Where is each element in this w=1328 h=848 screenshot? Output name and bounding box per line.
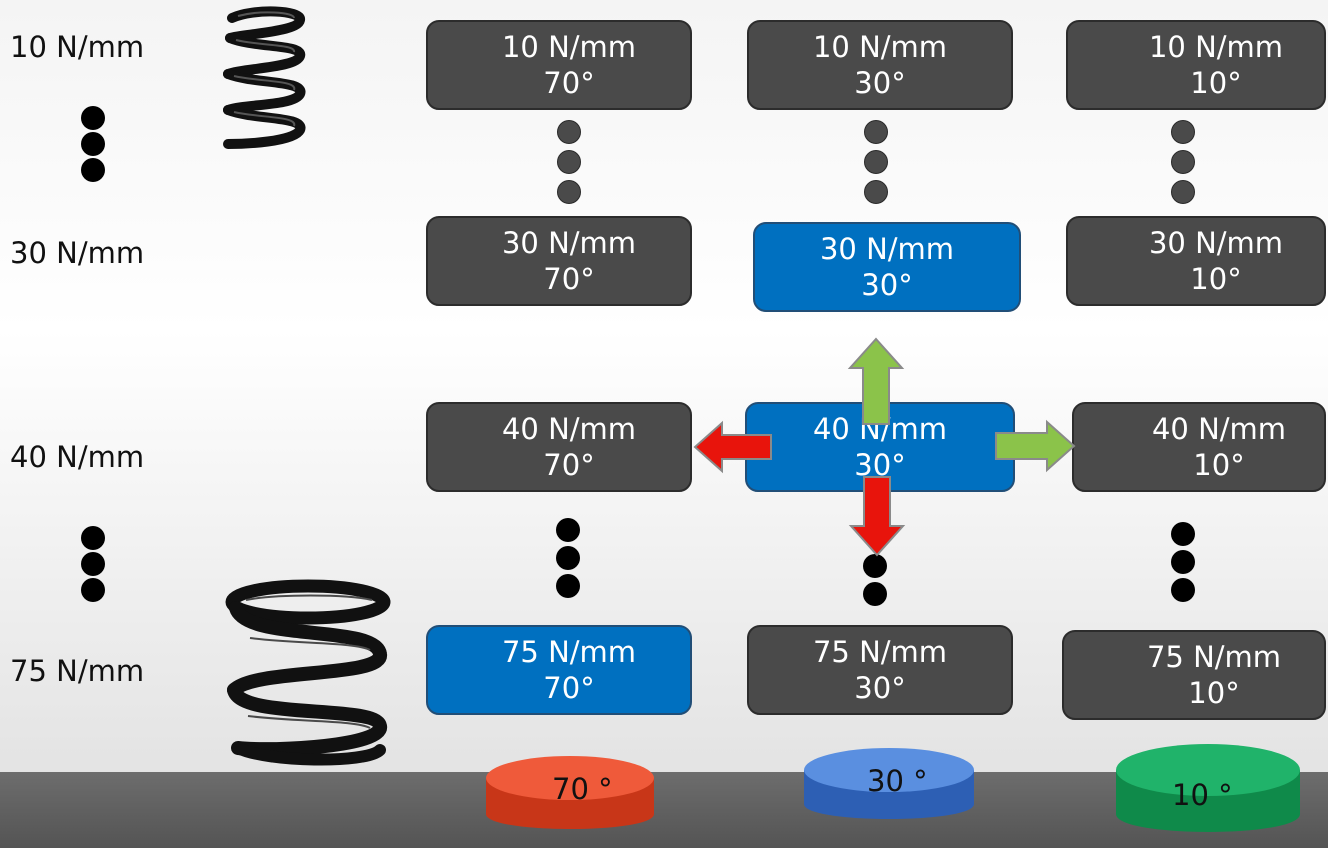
cell-stiffness: 10 N/mm	[1148, 30, 1284, 64]
cell-40nmm-10deg: 40 N/mm 10°	[1072, 402, 1326, 492]
ellipsis-dot	[1171, 550, 1195, 574]
cell-angle: 30°	[861, 268, 913, 302]
puck-30-icon	[804, 748, 974, 819]
ellipsis-dot	[81, 158, 105, 182]
ellipsis-dot	[81, 552, 105, 576]
cell-stiffness: 40 N/mm	[501, 412, 637, 446]
row-label-40: 40 N/mm	[10, 440, 145, 474]
ellipsis-dot	[864, 180, 888, 204]
cell-angle: 30°	[854, 671, 906, 705]
ellipsis-dot	[81, 106, 105, 130]
puck-70-icon	[486, 756, 654, 829]
ellipsis-dot	[557, 180, 581, 204]
cell-angle: 10°	[1188, 676, 1240, 710]
cell-stiffness: 75 N/mm	[1146, 640, 1282, 674]
cell-angle: 10°	[1193, 448, 1245, 482]
cell-30nmm-70deg: 30 N/mm 70°	[426, 216, 692, 306]
cell-stiffness: 75 N/mm	[812, 635, 948, 669]
puck-10-label: 10 °	[1172, 778, 1233, 812]
ellipsis-dot	[863, 554, 887, 578]
arrow-up-green-icon	[847, 337, 905, 425]
ellipsis-dot	[556, 574, 580, 598]
coil-spring-small-icon	[223, 6, 306, 149]
cell-10nmm-70deg: 10 N/mm 70°	[426, 20, 692, 110]
ellipsis-dot	[863, 582, 887, 606]
ellipsis-dot	[81, 526, 105, 550]
cell-stiffness: 10 N/mm	[501, 30, 637, 64]
arrow-down-red-icon	[848, 476, 906, 557]
row-label-75: 75 N/mm	[10, 654, 145, 688]
cell-angle: 70°	[543, 448, 595, 482]
cell-stiffness: 30 N/mm	[501, 226, 637, 260]
cell-30nmm-30deg: 30 N/mm 30°	[753, 222, 1021, 312]
coil-spring-large-icon	[225, 579, 391, 766]
cell-75nmm-10deg: 75 N/mm 10°	[1062, 630, 1326, 720]
cell-10nmm-30deg: 10 N/mm 30°	[747, 20, 1013, 110]
ellipsis-dot	[1171, 578, 1195, 602]
cell-angle: 70°	[543, 66, 595, 100]
ellipsis-dot	[1171, 150, 1195, 174]
cell-stiffness: 40 N/mm	[1151, 412, 1287, 446]
ellipsis-dot	[1171, 522, 1195, 546]
ellipsis-dot	[1171, 120, 1195, 144]
ellipsis-dot	[864, 150, 888, 174]
arrow-left-red-icon	[693, 420, 772, 474]
cell-angle: 70°	[543, 671, 595, 705]
cell-stiffness: 75 N/mm	[501, 635, 637, 669]
floor-band	[0, 772, 1328, 848]
cell-10nmm-10deg: 10 N/mm 10°	[1066, 20, 1326, 110]
cell-40nmm-70deg: 40 N/mm 70°	[426, 402, 692, 492]
cell-30nmm-10deg: 30 N/mm 10°	[1066, 216, 1326, 306]
ellipsis-dot	[864, 120, 888, 144]
cell-angle: 10°	[1190, 66, 1242, 100]
cell-75nmm-30deg: 75 N/mm 30°	[747, 625, 1013, 715]
cell-75nmm-70deg: 75 N/mm 70°	[426, 625, 692, 715]
puck-70-label: 70 °	[552, 772, 613, 806]
cell-stiffness: 30 N/mm	[1148, 226, 1284, 260]
ellipsis-dot	[557, 120, 581, 144]
ellipsis-dot	[557, 150, 581, 174]
cell-angle: 10°	[1190, 262, 1242, 296]
ellipsis-dot	[1171, 180, 1195, 204]
cell-stiffness: 30 N/mm	[819, 232, 955, 266]
ellipsis-dot	[81, 578, 105, 602]
row-label-30: 30 N/mm	[10, 236, 145, 270]
row-label-10: 10 N/mm	[10, 30, 145, 64]
arrow-right-green-icon	[995, 419, 1076, 473]
cell-stiffness: 10 N/mm	[812, 30, 948, 64]
ellipsis-dot	[81, 132, 105, 156]
cell-angle: 30°	[854, 66, 906, 100]
puck-10-icon	[1116, 744, 1300, 832]
ellipsis-dot	[556, 518, 580, 542]
cell-angle: 70°	[543, 262, 595, 296]
ellipsis-dot	[556, 546, 580, 570]
puck-30-label: 30 °	[867, 764, 928, 798]
